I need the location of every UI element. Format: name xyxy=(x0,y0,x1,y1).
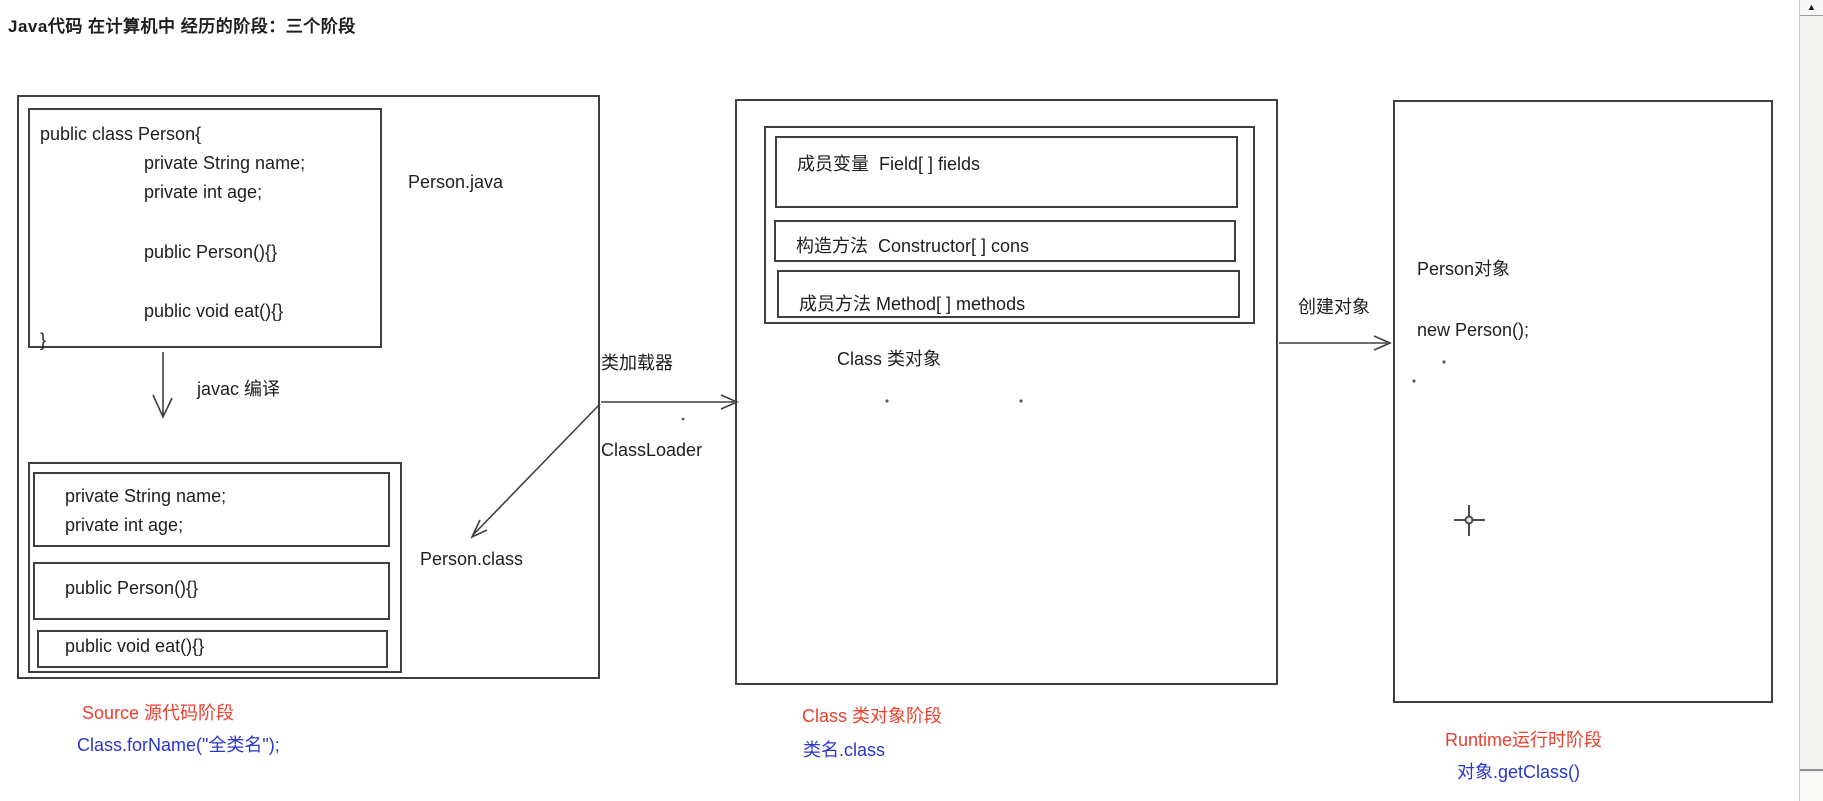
code-line: } xyxy=(40,330,47,350)
create-object-arrow xyxy=(1279,335,1392,351)
javac-compile-label: javac 编译 xyxy=(197,379,281,399)
new-person-code: new Person(); xyxy=(1417,320,1530,340)
code-line: private int age; xyxy=(144,182,263,202)
member-constructors-box: 构造方法 Constructor[ ] cons xyxy=(774,220,1236,262)
member-methods-box: 成员方法 Method[ ] methods xyxy=(777,270,1240,318)
code-line: private String name; xyxy=(144,153,306,173)
source-code-box: public class Person{ private String name… xyxy=(28,108,382,350)
class-file-method-box: public void eat(){} xyxy=(37,630,388,668)
classloader-label-en: ClassLoader xyxy=(601,440,703,460)
scrollbar-thumb[interactable] xyxy=(1800,16,1823,771)
getclass-api-label: 对象.getClass() xyxy=(1457,762,1581,782)
class-file-method-line: public void eat(){} xyxy=(65,636,205,656)
runtime-stage-box xyxy=(1393,100,1773,703)
code-line: public void eat(){} xyxy=(144,301,284,321)
scrollbar-track[interactable] xyxy=(1800,773,1823,801)
scroll-up-button[interactable]: ▲ xyxy=(1800,0,1823,16)
class-file-field-line: private int age; xyxy=(65,515,184,535)
person-object-label: Person对象 xyxy=(1417,259,1511,279)
member-fields-box: 成员变量 Field[ ] fields xyxy=(775,136,1238,208)
class-file-field-line: private String name; xyxy=(65,486,227,506)
code-line: public Person(){} xyxy=(144,242,278,262)
person-java-label: Person.java xyxy=(408,172,504,192)
classloader-label-zh: 类加载器 xyxy=(601,353,673,373)
class-stage-label: Class 类对象阶段 xyxy=(802,706,943,726)
classname-api-label: 类名.class xyxy=(803,740,886,760)
classloader-arrow xyxy=(601,394,739,410)
ink-dot xyxy=(681,417,685,421)
create-object-label: 创建对象 xyxy=(1298,297,1370,317)
page-title: Java代码 在计算机中 经历的阶段：三个阶段 xyxy=(8,17,356,36)
forname-api-label: Class.forName("全类名"); xyxy=(77,735,280,755)
source-stage-label: Source 源代码阶段 xyxy=(82,703,235,723)
code-line: public class Person{ xyxy=(40,124,202,144)
runtime-stage-label: Runtime运行时阶段 xyxy=(1445,730,1603,750)
class-object-label: Class 类对象 xyxy=(837,349,942,369)
person-class-label: Person.class xyxy=(420,549,524,569)
class-file-constructor-box: public Person(){} xyxy=(33,562,390,620)
class-file-constructor-line: public Person(){} xyxy=(65,578,199,598)
scroll-up-arrow-icon: ▲ xyxy=(1807,2,1816,12)
vertical-scrollbar[interactable]: ▲ xyxy=(1799,0,1823,801)
class-file-fields-box: private String name; private int age; xyxy=(33,472,390,547)
